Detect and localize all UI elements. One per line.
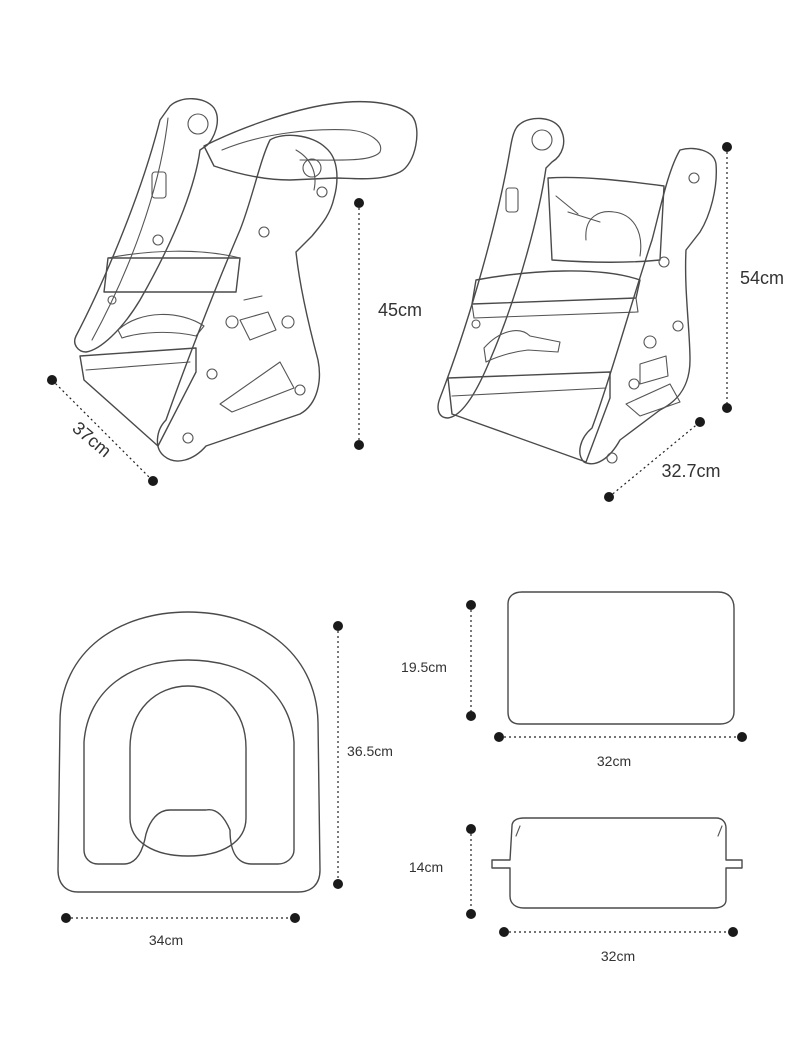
cushion-width-dimension: 34cm xyxy=(61,913,300,948)
right-chair-height-dimension: 54cm xyxy=(722,142,784,413)
cushion-height-label: 36.5cm xyxy=(347,743,393,759)
left-chair-height-dimension: 45cm xyxy=(354,198,422,450)
tray-width-label: 32cm xyxy=(597,753,631,769)
cushion-width-label: 34cm xyxy=(149,932,183,948)
chair-right-width-label: 32.7cm xyxy=(661,461,720,481)
step-width-label: 32cm xyxy=(601,948,635,964)
chair-without-tray-illustration xyxy=(437,117,718,465)
seat-cushion-illustration xyxy=(57,611,321,893)
tray-illustration xyxy=(507,591,735,725)
chair-right-height-label: 54cm xyxy=(740,268,784,288)
step-illustration xyxy=(491,817,743,909)
tray-height-label: 19.5cm xyxy=(401,659,447,675)
chair-with-tray-illustration xyxy=(74,98,418,462)
chair-left-depth-label: 37cm xyxy=(69,418,116,462)
chair-left-height-label: 45cm xyxy=(378,300,422,320)
step-height-dimension: 14cm xyxy=(409,824,476,919)
right-chair-width-dimension: 32.7cm xyxy=(604,417,721,502)
step-width-dimension: 32cm xyxy=(499,927,738,964)
tray-width-dimension: 32cm xyxy=(494,732,747,769)
step-height-label: 14cm xyxy=(409,859,443,875)
cushion-height-dimension: 36.5cm xyxy=(333,621,393,889)
tray-height-dimension: 19.5cm xyxy=(401,600,476,721)
